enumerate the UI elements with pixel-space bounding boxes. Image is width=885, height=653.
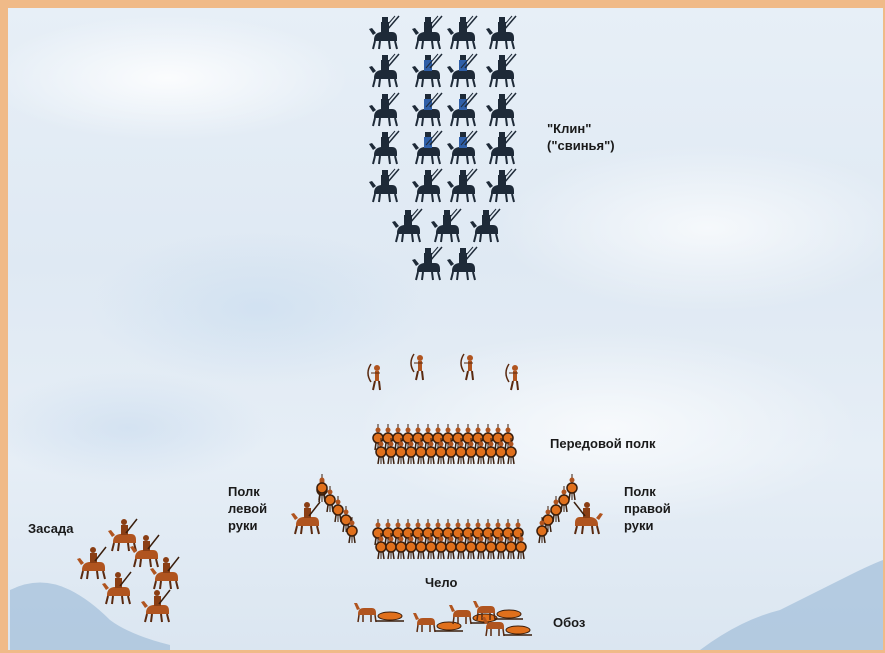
mounted-knight-icon (486, 92, 517, 127)
russian-rider-icon (77, 546, 107, 580)
russian-rider-icon (150, 556, 180, 590)
shoreline (10, 560, 883, 650)
mounted-knight-icon (486, 168, 517, 203)
mounted-knight-icon (392, 208, 423, 243)
archer-icon (367, 363, 381, 391)
shield-infantry-icon (425, 438, 437, 465)
shield-infantry-icon (316, 474, 328, 501)
shield-infantry-icon (405, 533, 417, 560)
mounted-knight-icon (447, 246, 478, 281)
shield-infantry-icon (566, 474, 578, 501)
mounted-knight-icon (412, 130, 443, 165)
archers-line (367, 353, 519, 391)
shield-infantry-icon (445, 533, 457, 560)
shield-infantry-icon (505, 438, 517, 465)
mounted-knight-icon (412, 168, 443, 203)
mounted-knight-icon (447, 92, 478, 127)
shield-infantry-icon (332, 496, 344, 523)
ambush-riders (77, 518, 180, 623)
mounted-knight-icon (447, 130, 478, 165)
left-hand-regiment (291, 474, 358, 544)
russian-rider-icon (141, 589, 171, 623)
shield-infantry-icon (395, 438, 407, 465)
shield-infantry-icon (385, 533, 397, 560)
shield-infantry-icon (558, 486, 570, 513)
mounted-knight-icon (486, 130, 517, 165)
right-hand-regiment-label: Полк правой руки (624, 484, 671, 533)
russian-rider-icon (130, 534, 160, 568)
shield-infantry-icon (375, 533, 387, 560)
shield-infantry-icon (415, 533, 427, 560)
mounted-knight-icon (412, 246, 443, 281)
shield-infantry-icon (475, 438, 487, 465)
archer-icon (460, 353, 474, 381)
mounted-knight-icon (412, 92, 443, 127)
shield-infantry-icon (536, 517, 548, 544)
horse-sled-icon (354, 603, 404, 623)
klin-knights-formation (369, 15, 517, 281)
mounted-knight-icon (369, 168, 400, 203)
shield-infantry-icon (485, 533, 497, 560)
horse-sled-icon (413, 613, 463, 633)
shield-infantry-icon (346, 517, 358, 544)
baggage-train-label: Обоз (553, 615, 586, 630)
archer-icon (410, 353, 424, 381)
chelo-label: Чело (425, 575, 458, 590)
left-hand-regiment-label: Полк левой руки (228, 484, 268, 533)
right-hand-regiment (536, 474, 603, 544)
shield-infantry-icon (542, 506, 554, 533)
mounted-knight-icon (369, 15, 400, 50)
shield-infantry-icon (340, 506, 352, 533)
mounted-knight-icon (470, 208, 501, 243)
shield-infantry-icon (515, 533, 527, 560)
horse-sled-icon (473, 601, 523, 621)
shield-infantry-icon (324, 486, 336, 513)
russian-rider-icon (108, 518, 138, 552)
shield-infantry-icon (495, 438, 507, 465)
mounted-knight-icon (447, 53, 478, 88)
russian-rider-icon (102, 571, 132, 605)
mounted-knight-icon (369, 130, 400, 165)
russian-rider-icon (573, 501, 603, 535)
mounted-knight-icon (447, 15, 478, 50)
klin-label: "Клин" ("свинья") (547, 121, 615, 153)
peredovoy-polk-label: Передовой полк (550, 436, 656, 451)
chelo-formation (372, 519, 527, 560)
mounted-knight-icon (412, 15, 443, 50)
ambush-label: Засада (28, 521, 74, 536)
mounted-knight-icon (369, 92, 400, 127)
shield-infantry-icon (465, 438, 477, 465)
mounted-knight-icon (486, 15, 517, 50)
peredovoy-polk-formation (372, 424, 517, 465)
shield-infantry-icon (550, 496, 562, 523)
shield-infantry-icon (435, 533, 447, 560)
archer-icon (505, 363, 519, 391)
mounted-knight-icon (486, 53, 517, 88)
shield-infantry-icon (375, 438, 387, 465)
shield-infantry-icon (455, 438, 467, 465)
shield-infantry-icon (395, 533, 407, 560)
horse-sled-icon (482, 617, 532, 637)
mounted-knight-icon (447, 168, 478, 203)
russian-rider-icon (291, 501, 321, 535)
mounted-knight-icon (412, 53, 443, 88)
mounted-knight-icon (431, 208, 462, 243)
shield-infantry-icon (425, 533, 437, 560)
baggage-train (354, 601, 532, 637)
mounted-knight-icon (369, 53, 400, 88)
shield-infantry-icon (495, 533, 507, 560)
